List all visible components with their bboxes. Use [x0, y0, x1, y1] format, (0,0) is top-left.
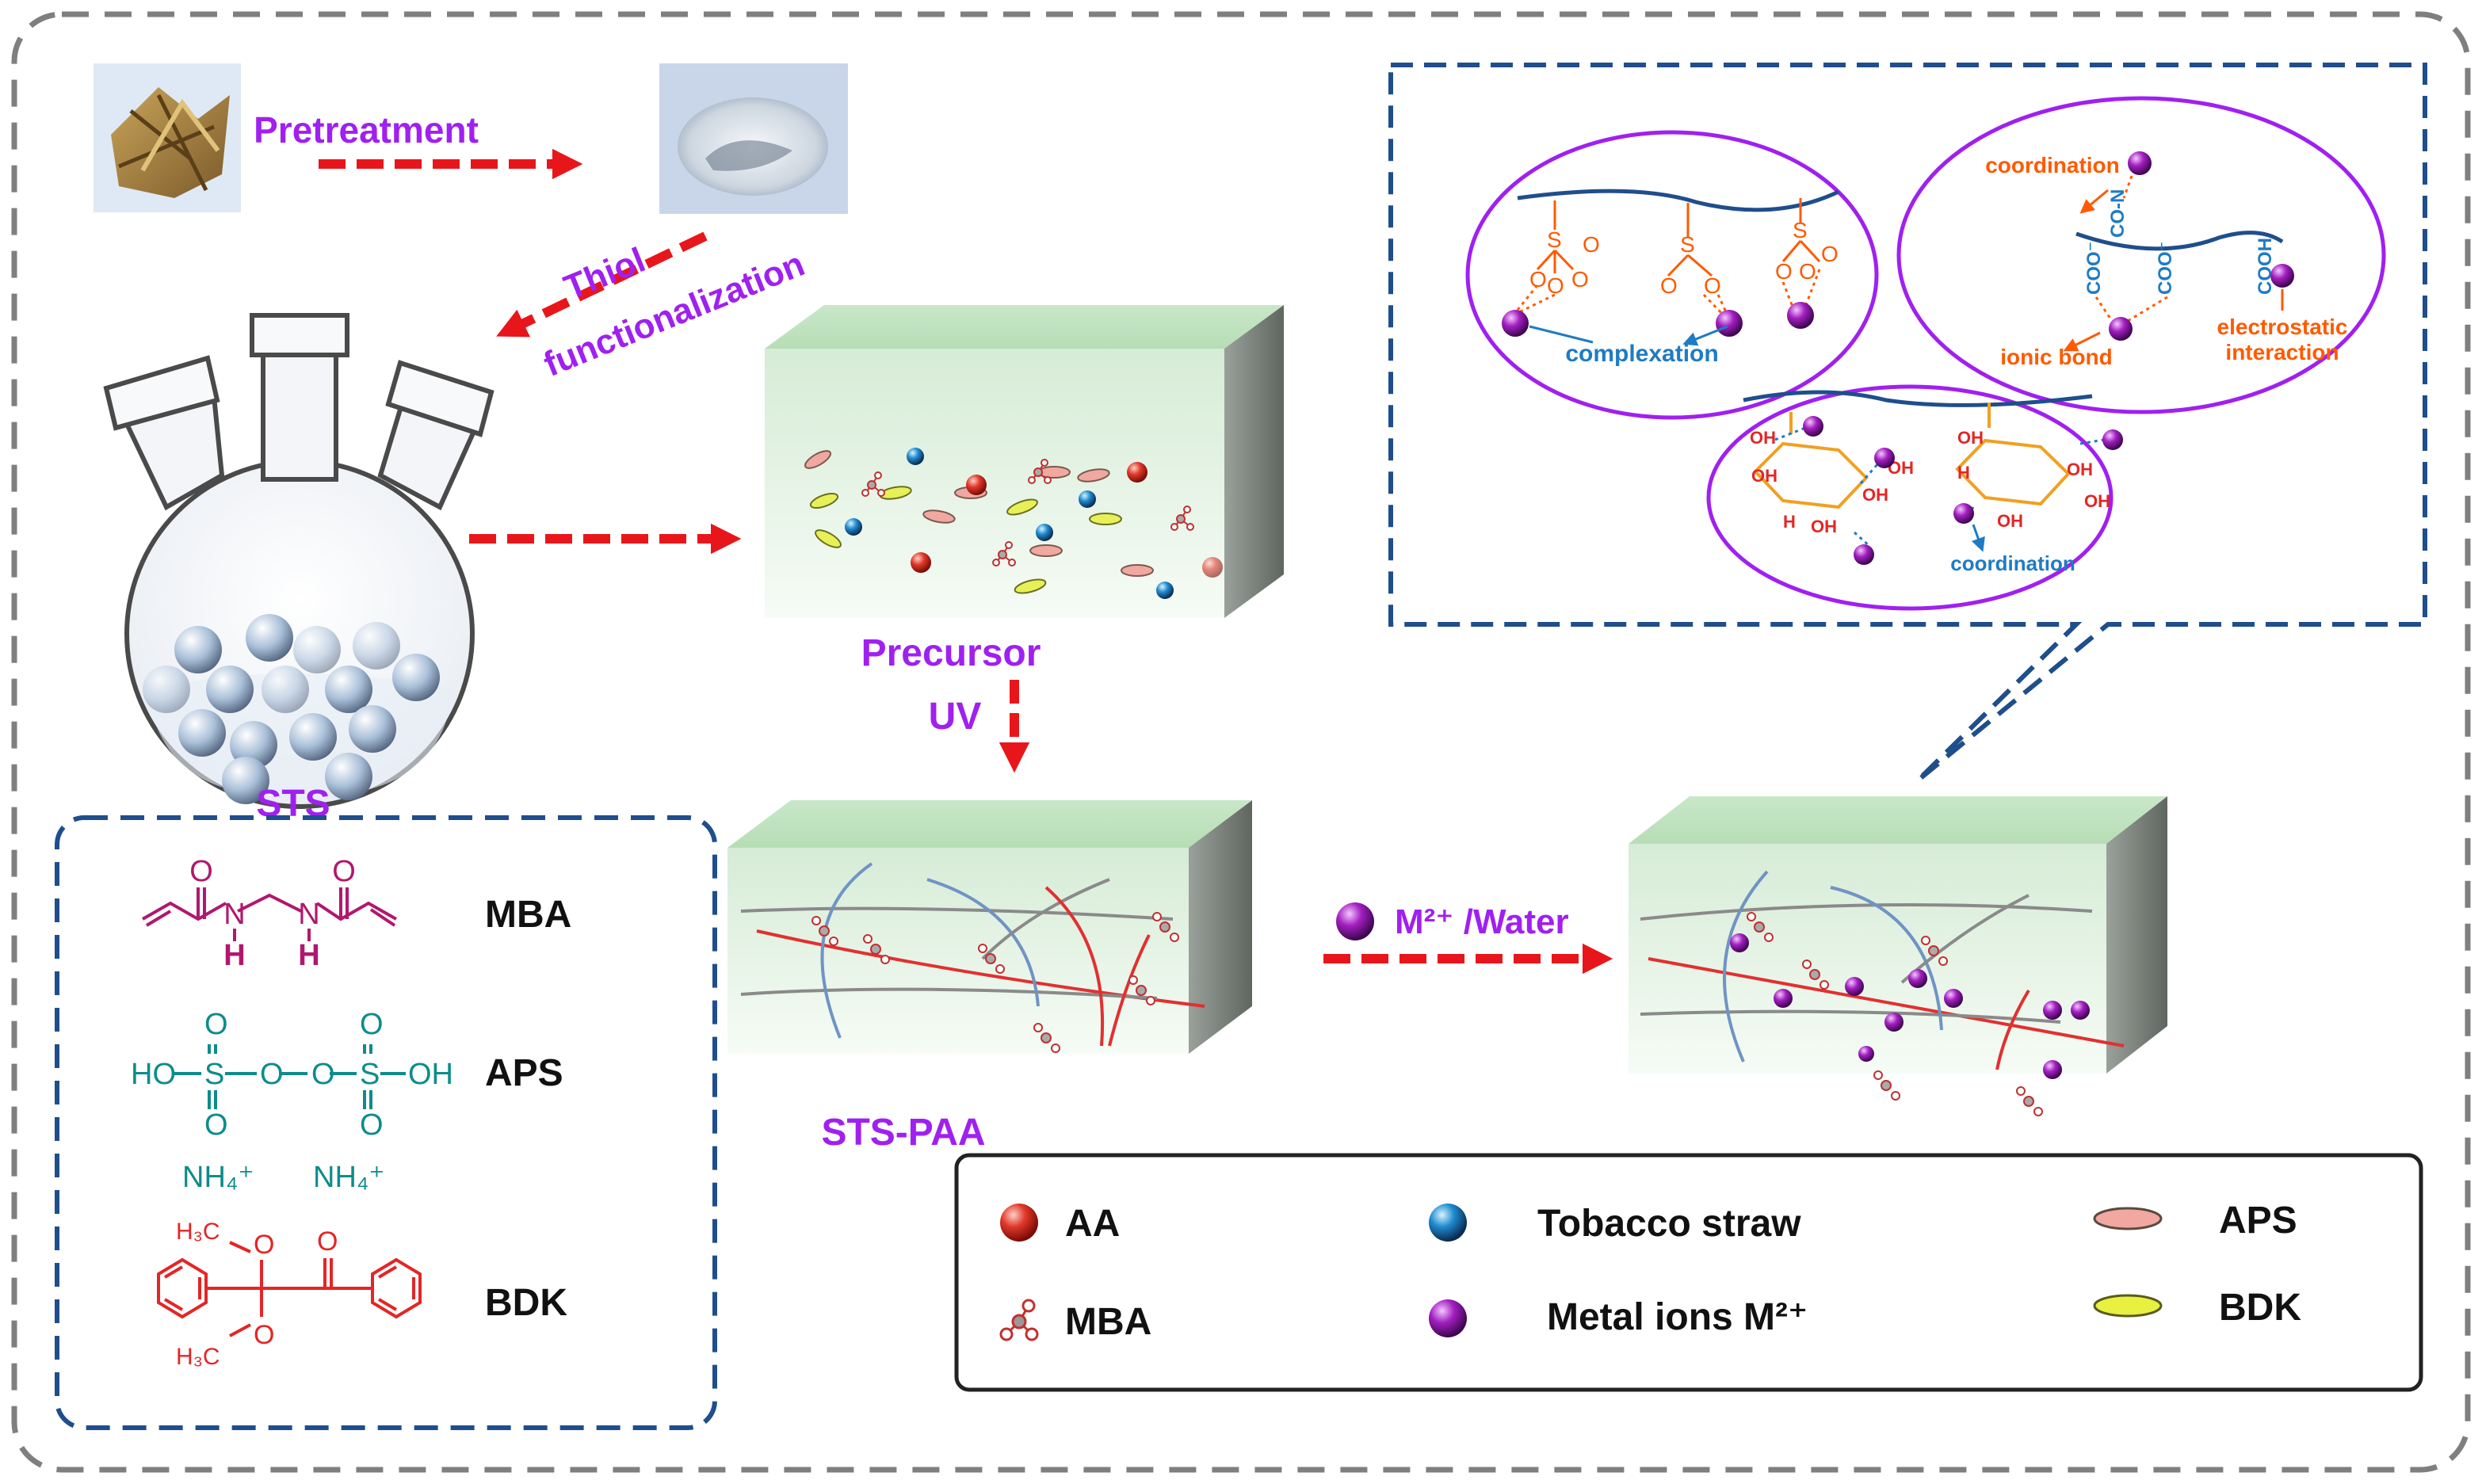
tobacco-marker — [1429, 1204, 1467, 1242]
svg-text:OH: OH — [1862, 485, 1888, 505]
svg-text:OH: OH — [1997, 511, 2023, 531]
svg-text:O: O — [1775, 259, 1793, 284]
svg-text:H: H — [223, 939, 245, 972]
svg-text:H: H — [1957, 463, 1970, 483]
ionic-bond-label: ionic bond — [2000, 345, 2113, 369]
adsorbed-box — [1629, 796, 2167, 1116]
legend-item-aa: AA — [1000, 1203, 1120, 1245]
thiol-label-line1: Thiol — [559, 240, 651, 307]
svg-text:APS: APS — [2219, 1200, 2297, 1242]
m2-water-label: M²⁺ /Water — [1395, 902, 1569, 941]
svg-text:BDK: BDK — [2219, 1287, 2301, 1329]
svg-text:O: O — [254, 1230, 274, 1260]
svg-text:O: O — [1583, 232, 1600, 257]
svg-text:O: O — [332, 855, 356, 888]
sts-paa-box — [727, 800, 1252, 1054]
svg-text:S: S — [360, 1058, 380, 1091]
svg-text:OH: OH — [2084, 491, 2110, 511]
svg-text:O: O — [1547, 273, 1564, 298]
precursor-box — [765, 305, 1284, 618]
legend-item-bdk: BDK — [2093, 1287, 2301, 1329]
mba-structure — [142, 887, 397, 927]
mba-label: MBA — [485, 894, 571, 936]
svg-text:OH: OH — [1957, 428, 1984, 448]
metal-ion-icon — [1336, 902, 1374, 940]
svg-text:O: O — [1799, 259, 1816, 284]
aps-marker — [2093, 1207, 2163, 1230]
svg-text:O: O — [1571, 267, 1589, 292]
aa-marker — [1000, 1204, 1038, 1242]
aps-structure: HO S O O O O S O O OH NH₄⁺ NH₄⁺ — [131, 1008, 453, 1194]
svg-text:O: O — [360, 1008, 384, 1041]
metal-marker — [1429, 1299, 1467, 1337]
sts-paa-network — [740, 862, 1205, 1047]
electrostatic-label-line2: interaction — [2225, 340, 2339, 364]
svg-text:N: N — [298, 898, 319, 931]
svg-text:AA: AA — [1065, 1203, 1120, 1245]
svg-text:Tobacco straw: Tobacco straw — [1537, 1203, 1801, 1245]
svg-text:O: O — [254, 1320, 274, 1350]
sts-paa-label: STS-PAA — [821, 1112, 985, 1154]
svg-text:O: O — [189, 855, 213, 888]
uv-label: UV — [929, 696, 982, 738]
coordination-bottom-label: coordination — [1950, 551, 2075, 575]
svg-text:S: S — [1793, 218, 1808, 242]
svg-text:COO⁻: COO⁻ — [2155, 242, 2176, 295]
svg-text:H: H — [298, 939, 319, 972]
svg-text:O: O — [360, 1108, 384, 1142]
complexation-label: complexation — [1565, 341, 1718, 367]
svg-text:OH: OH — [1751, 466, 1777, 486]
precursor-contents — [804, 448, 1223, 599]
precursor-label: Precursor — [861, 632, 1041, 674]
pretreatment-label: Pretreatment — [254, 109, 479, 151]
svg-text:COOH: COOH — [2255, 238, 2276, 295]
mba-nh-bonds — [233, 929, 311, 941]
bdk-structure: O O O H₃C H₃C — [157, 1219, 422, 1370]
svg-text:O: O — [1529, 267, 1547, 292]
svg-text:N: N — [223, 898, 245, 931]
svg-text:OH: OH — [1750, 428, 1776, 448]
legend-item-tobacco: Tobacco straw — [1429, 1203, 1801, 1245]
outer-frame — [11, 11, 2471, 1473]
svg-text:OH: OH — [1811, 517, 1837, 536]
svg-text:NH₄⁺: NH₄⁺ — [313, 1161, 384, 1194]
legend-item-aps: APS — [2093, 1200, 2297, 1242]
flask-particles — [143, 614, 440, 804]
svg-text:O: O — [1704, 273, 1721, 298]
coordination-top-label: coordination — [1985, 153, 2120, 177]
svg-text:OH: OH — [408, 1058, 453, 1091]
powder-photo — [659, 63, 848, 214]
legend: AA MBA Tobacco straw Metal ions M²⁺ APS … — [954, 1153, 2423, 1392]
aps-label: APS — [485, 1052, 563, 1094]
svg-text:OH: OH — [2067, 460, 2093, 479]
legend-item-mba: MBA — [999, 1299, 1151, 1343]
svg-text:O: O — [317, 1226, 338, 1257]
svg-text:O: O — [204, 1108, 228, 1142]
svg-text:HO: HO — [131, 1058, 176, 1091]
tobacco-straw-photo — [94, 63, 241, 212]
svg-text:S: S — [1680, 232, 1695, 257]
electrostatic-label-line1: electrostatic — [2217, 315, 2348, 339]
reagents-frame — [55, 815, 717, 1430]
svg-text:COO⁻: COO⁻ — [2083, 242, 2105, 295]
svg-text:Metal ions M²⁺: Metal ions M²⁺ — [1547, 1296, 1808, 1338]
svg-text:O: O — [204, 1008, 228, 1041]
svg-text:H: H — [1783, 512, 1796, 532]
svg-text:S: S — [204, 1058, 224, 1091]
svg-text:NH₄⁺: NH₄⁺ — [182, 1161, 254, 1194]
svg-text:O: O — [1660, 273, 1678, 298]
bdk-marker — [2093, 1294, 2163, 1318]
svg-text:S: S — [1547, 227, 1562, 252]
mba-marker — [999, 1299, 1039, 1341]
mba-atoms: O N N O H H — [189, 855, 356, 972]
legend-item-metal: Metal ions M²⁺ — [1429, 1296, 1808, 1338]
svg-text:H₃C: H₃C — [176, 1219, 220, 1245]
mechanism-callout: S O O O O S O O S O O O complexation coo… — [1388, 63, 2427, 783]
svg-text:O: O — [1821, 242, 1839, 266]
svg-text:MBA: MBA — [1065, 1301, 1151, 1343]
bdk-label: BDK — [485, 1282, 567, 1324]
svg-text:H₃C: H₃C — [176, 1344, 220, 1370]
three-neck-flask — [103, 313, 494, 809]
